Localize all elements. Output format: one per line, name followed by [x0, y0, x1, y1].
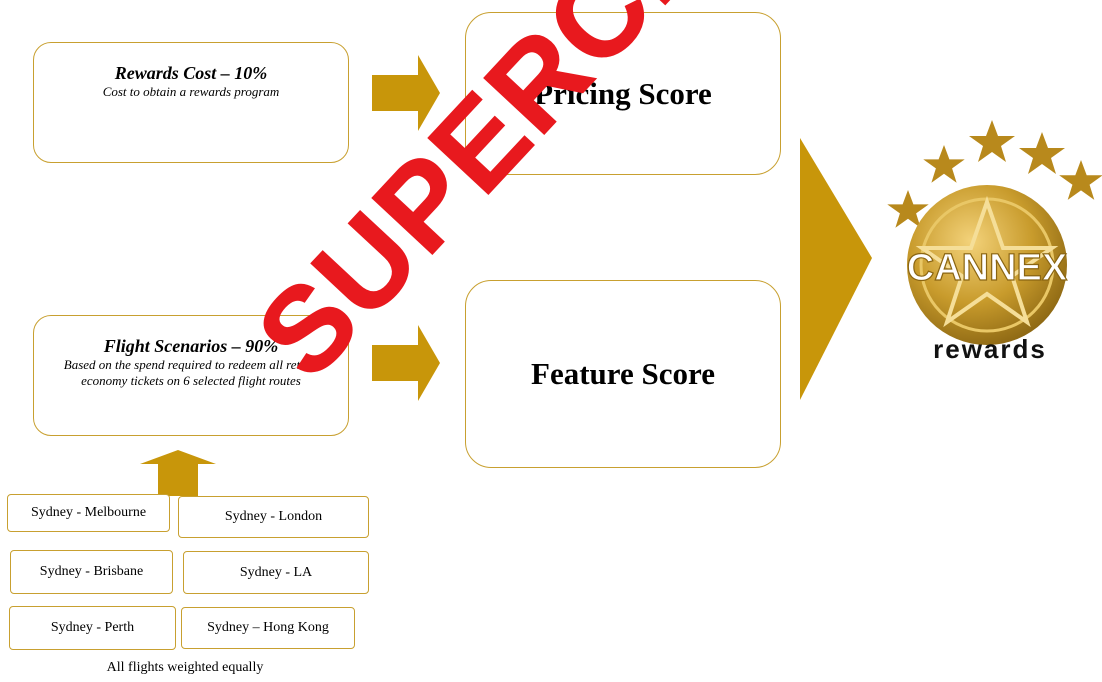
pricing-score-label: Pricing Score: [534, 75, 712, 111]
rewards-logo-text: rewards: [933, 334, 1047, 364]
feature-score-box: Feature Score: [465, 280, 781, 468]
rewards-cost-title: Rewards Cost – 10%: [114, 63, 268, 83]
up-arrow-icon: [140, 450, 216, 496]
arrow-to-feature-icon: [372, 325, 440, 401]
route-sydney-brisbane: Sydney - Brisbane: [10, 550, 173, 594]
feature-score-label: Feature Score: [531, 356, 715, 391]
route-sydney-la: Sydney - LA: [183, 551, 369, 594]
combine-arrow-icon: [800, 138, 872, 400]
rewards-cost-box: Rewards Cost – 10% Cost to obtain a rewa…: [33, 42, 349, 163]
weighting-note: All flights weighted equally: [106, 660, 264, 675]
flight-scenarios-description: Based on the spend required to redeem al…: [63, 357, 319, 388]
cannex-rewards-logo: CANNEX rewards: [887, 120, 1102, 364]
pricing-score-box: Pricing Score: [465, 12, 781, 175]
flight-scenarios-box: Flight Scenarios – 90% Based on the spen…: [33, 315, 349, 436]
route-sydney-london: Sydney - London: [178, 496, 369, 538]
flight-scenarios-title: Flight Scenarios – 90%: [103, 336, 279, 356]
route-sydney-hong-kong: Sydney – Hong Kong: [181, 607, 355, 649]
arrow-to-pricing-icon: [372, 55, 440, 131]
route-sydney-perth: Sydney - Perth: [9, 606, 176, 650]
stars-icon: [887, 120, 1102, 228]
rewards-cost-description: Cost to obtain a rewards program: [102, 84, 280, 99]
cannex-logo-text: CANNEX: [907, 247, 1068, 289]
route-sydney-melbourne: Sydney - Melbourne: [7, 494, 170, 532]
